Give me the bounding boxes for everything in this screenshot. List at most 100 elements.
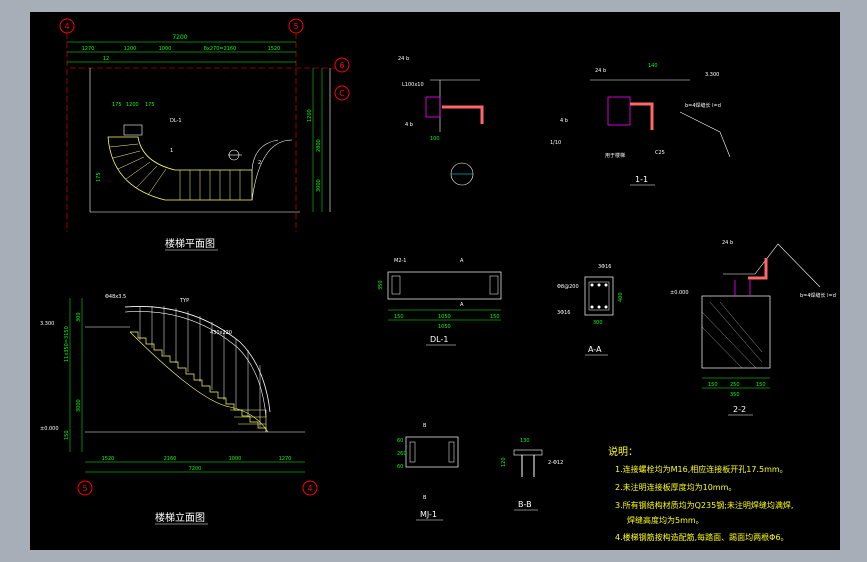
dim-text: 260 (397, 451, 407, 457)
rebar-label: Φ8@200 (557, 284, 579, 290)
dim-text: 150 (708, 382, 718, 388)
dim-text: 350 (730, 392, 740, 398)
section-title: A-A (588, 345, 602, 354)
note-item: 1.连接螺栓均为M16,相应连接板开孔17.5mm。 (615, 464, 788, 474)
embed-title: MJ-1 (420, 510, 437, 519)
note-item: 3.所有钢结构材质均为Q235钢;未注明焊缝均满焊, (615, 500, 793, 510)
dim-text: 2160 (164, 456, 177, 462)
dim-text: 1270 (82, 46, 95, 52)
detail-label: 24 b (398, 56, 409, 62)
dim-text: 350 (378, 280, 384, 290)
rail-label: Φ48x3.5 (105, 294, 126, 300)
section-tag: B (423, 423, 427, 429)
dim-text: 120 (501, 457, 507, 467)
grid-bubble (334, 85, 350, 101)
level-text: ±0.000 (670, 290, 689, 296)
dim-text: 300 (593, 320, 603, 326)
section-tag: 2 (258, 160, 261, 166)
section-title: 2-2 (733, 405, 746, 414)
dim-text: 60 (397, 438, 403, 444)
elevation-view: 3.300 ±0.000 11x350=3150 300 3000 150 Φ4… (40, 294, 318, 525)
dim-text: 150 (394, 314, 404, 320)
dim-text: 1520 (102, 456, 115, 462)
rebar-label: 2-Φ12 (548, 460, 563, 466)
dim-text: 1050 (438, 324, 451, 330)
embed-mj1: 60 260 60 B B MJ-1 (397, 423, 459, 521)
connection-detail: 24 b L100x10 4 b 100 (398, 56, 484, 186)
dim-text: 8x270=2160 (204, 46, 237, 52)
note-item: 4.楼梯钢筋按构造配筋,每踏面、踢面均两根Φ6。 (615, 532, 789, 542)
section-label: 用于楼梯 (605, 152, 625, 159)
section-2-2: 24 b b=4焊缝长 l=d ±0.000 150 250 150 350 2… (670, 240, 836, 416)
dim-text: 175 (112, 102, 122, 108)
section-label: 24 b (595, 68, 606, 74)
grid-bubble (334, 57, 350, 73)
grid-bubble (302, 480, 318, 496)
section-label: b=4焊缝长 l=d (800, 292, 836, 299)
dim-text: 175 (96, 172, 102, 182)
notes-heading: 说明： (608, 445, 638, 458)
section-b-b: 130 120 2-Φ12 B-B (501, 438, 563, 511)
grid-bubble-label: 6 (339, 61, 344, 70)
notes: 说明： 1.连接螺栓均为M16,相应连接板开孔17.5mm。 2.未注明连接板厚… (608, 445, 793, 542)
dim-text: 7200 (172, 34, 187, 41)
beam-title: DL-1 (430, 335, 448, 344)
dim-text: 1000 (229, 456, 242, 462)
grid-bubble-label: C (339, 89, 345, 98)
dim-text: 1200 (307, 109, 313, 122)
dim-text: 1270 (279, 456, 292, 462)
section-title: B-B (518, 500, 532, 509)
beam-dl1: 150 1050 1050 150 350 M2-1 A A DL-1 (378, 258, 502, 346)
detail-label: 4 b (405, 122, 413, 128)
section-a-a: 3Φ16 Φ8@200 3Φ16 300 400 A-A (557, 264, 624, 356)
dim-text: 7200 (189, 466, 202, 472)
rebar-label: 3Φ16 (557, 310, 570, 316)
dim-text: 3000 (76, 399, 82, 412)
dim-text: 1200 (124, 46, 137, 52)
level-text: 3.300 (40, 321, 54, 327)
grid-bubble-label: 5 (293, 22, 298, 31)
section-title: 1-1 (635, 175, 648, 184)
detail-label: L100x10 (402, 82, 424, 88)
section-tag: B (423, 495, 427, 501)
elevation-title: 楼梯立面图 (155, 511, 205, 524)
plan-title: 楼梯平面图 (165, 237, 215, 250)
grid-bubble (77, 480, 93, 496)
section-tag: A (460, 302, 464, 308)
dim-text: 1050 (438, 314, 451, 320)
section-label: C25 (655, 150, 665, 156)
note-item: 2.未注明连接板厚度均为10mm。 (615, 482, 736, 492)
section-label: 24 b (722, 240, 733, 246)
dim-text: 300 (76, 312, 82, 322)
note-item: 焊缝高度均为5mm。 (627, 515, 704, 525)
dim-text: 150 (64, 430, 70, 440)
dim-text: 11x350=3150 (64, 326, 70, 362)
section-label: 4 b (560, 118, 568, 124)
level-text: ±0.000 (40, 426, 59, 432)
dim-text: 2800 (316, 139, 322, 152)
dim-text: 150 (490, 314, 500, 320)
dim-text: 130 (520, 438, 530, 444)
grid-bubble-label: 4 (64, 22, 69, 31)
dim-text: 3000 (316, 179, 322, 192)
section-label: 1/10 (550, 140, 561, 146)
section-label: 3.300 (705, 72, 719, 78)
dim-text: 150 (756, 382, 766, 388)
dim-text: 12 (103, 56, 109, 62)
step-label: 430x220 (210, 330, 232, 336)
dim-text: 1200 (126, 102, 139, 108)
rail-label-2: TYP (179, 298, 189, 304)
member-tag: DL-1 (170, 118, 182, 124)
grid-bubble-label: 5 (82, 484, 87, 493)
section-tag: A (460, 258, 464, 264)
beam-label: M2-1 (394, 258, 406, 264)
detail-dim: 100 (430, 136, 440, 142)
dim-text: 1520 (268, 46, 281, 52)
section-label: b=4焊缝长 l=d (685, 102, 721, 109)
dim-text: 175 (145, 102, 155, 108)
grid-bubble-label: 4 (307, 484, 312, 493)
dim-text: 400 (618, 292, 624, 302)
drawing-canvas[interactable]: 4 5 6 C 7200 1270 1200 1000 8x270=2160 1… (30, 12, 840, 550)
section-1-1: 24 b 140 3.300 b=4焊缝长 l=d 4 b 用于楼梯 1/10 … (550, 63, 731, 186)
cad-drawing: 4 5 6 C 7200 1270 1200 1000 8x270=2160 1… (40, 18, 836, 542)
